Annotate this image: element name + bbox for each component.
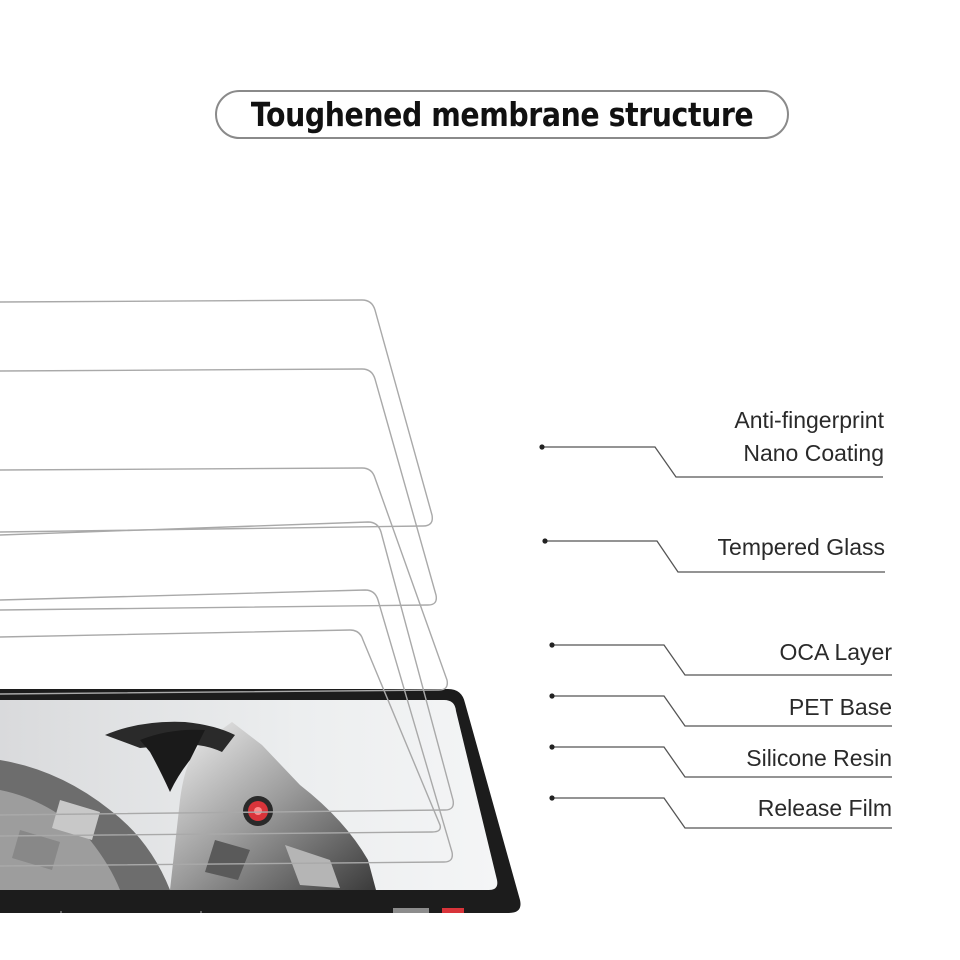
layer-label-line: Silicone Resin [746,745,892,771]
layer-label-line: Nano Coating [743,440,884,466]
layer-label-tempered-glass: Tempered Glass [718,531,885,564]
film-layer-2 [0,368,438,611]
callout-dot-1 [539,444,545,450]
film-layer-5 [0,589,454,867]
film-layer-3 [0,467,449,695]
layer-label-pet-base: PET Base [789,691,892,724]
layer-label-line: Anti-fingerprint [734,407,884,433]
callout-dot-6 [549,795,555,801]
layer-label-line: OCA Layer [779,639,893,665]
layer-label-line: Tempered Glass [717,534,885,560]
callout-dots [539,444,555,801]
callout-dot-2 [542,538,548,544]
callout-dot-3 [549,642,555,648]
callout-line-5 [552,746,892,778]
callout-line-3 [552,644,892,676]
callout-line-1 [542,446,883,478]
layer-label-silicone-resin: Silicone Resin [746,742,892,775]
film-layer-4 [0,521,455,816]
film-layer-1 [0,299,433,533]
layer-label-line: PET Base [788,694,892,720]
callout-dot-4 [549,693,555,699]
callout-lines [542,446,892,829]
layer-label-release-film: Release Film [758,792,892,825]
layer-label-anti-fingerprint: Anti-fingerprint Nano Coating [734,404,884,470]
film-layer-6 [0,629,442,837]
callout-line-6 [552,797,892,829]
callout-line-2 [545,540,885,573]
callout-dot-5 [549,744,555,750]
diagram-title: Toughened membrane structure [250,95,754,134]
film-layers [0,299,455,867]
layer-label-line: Release Film [757,795,892,821]
callout-line-4 [552,695,892,727]
layer-label-oca: OCA Layer [780,636,893,669]
title-banner: Toughened membrane structure [215,90,789,139]
